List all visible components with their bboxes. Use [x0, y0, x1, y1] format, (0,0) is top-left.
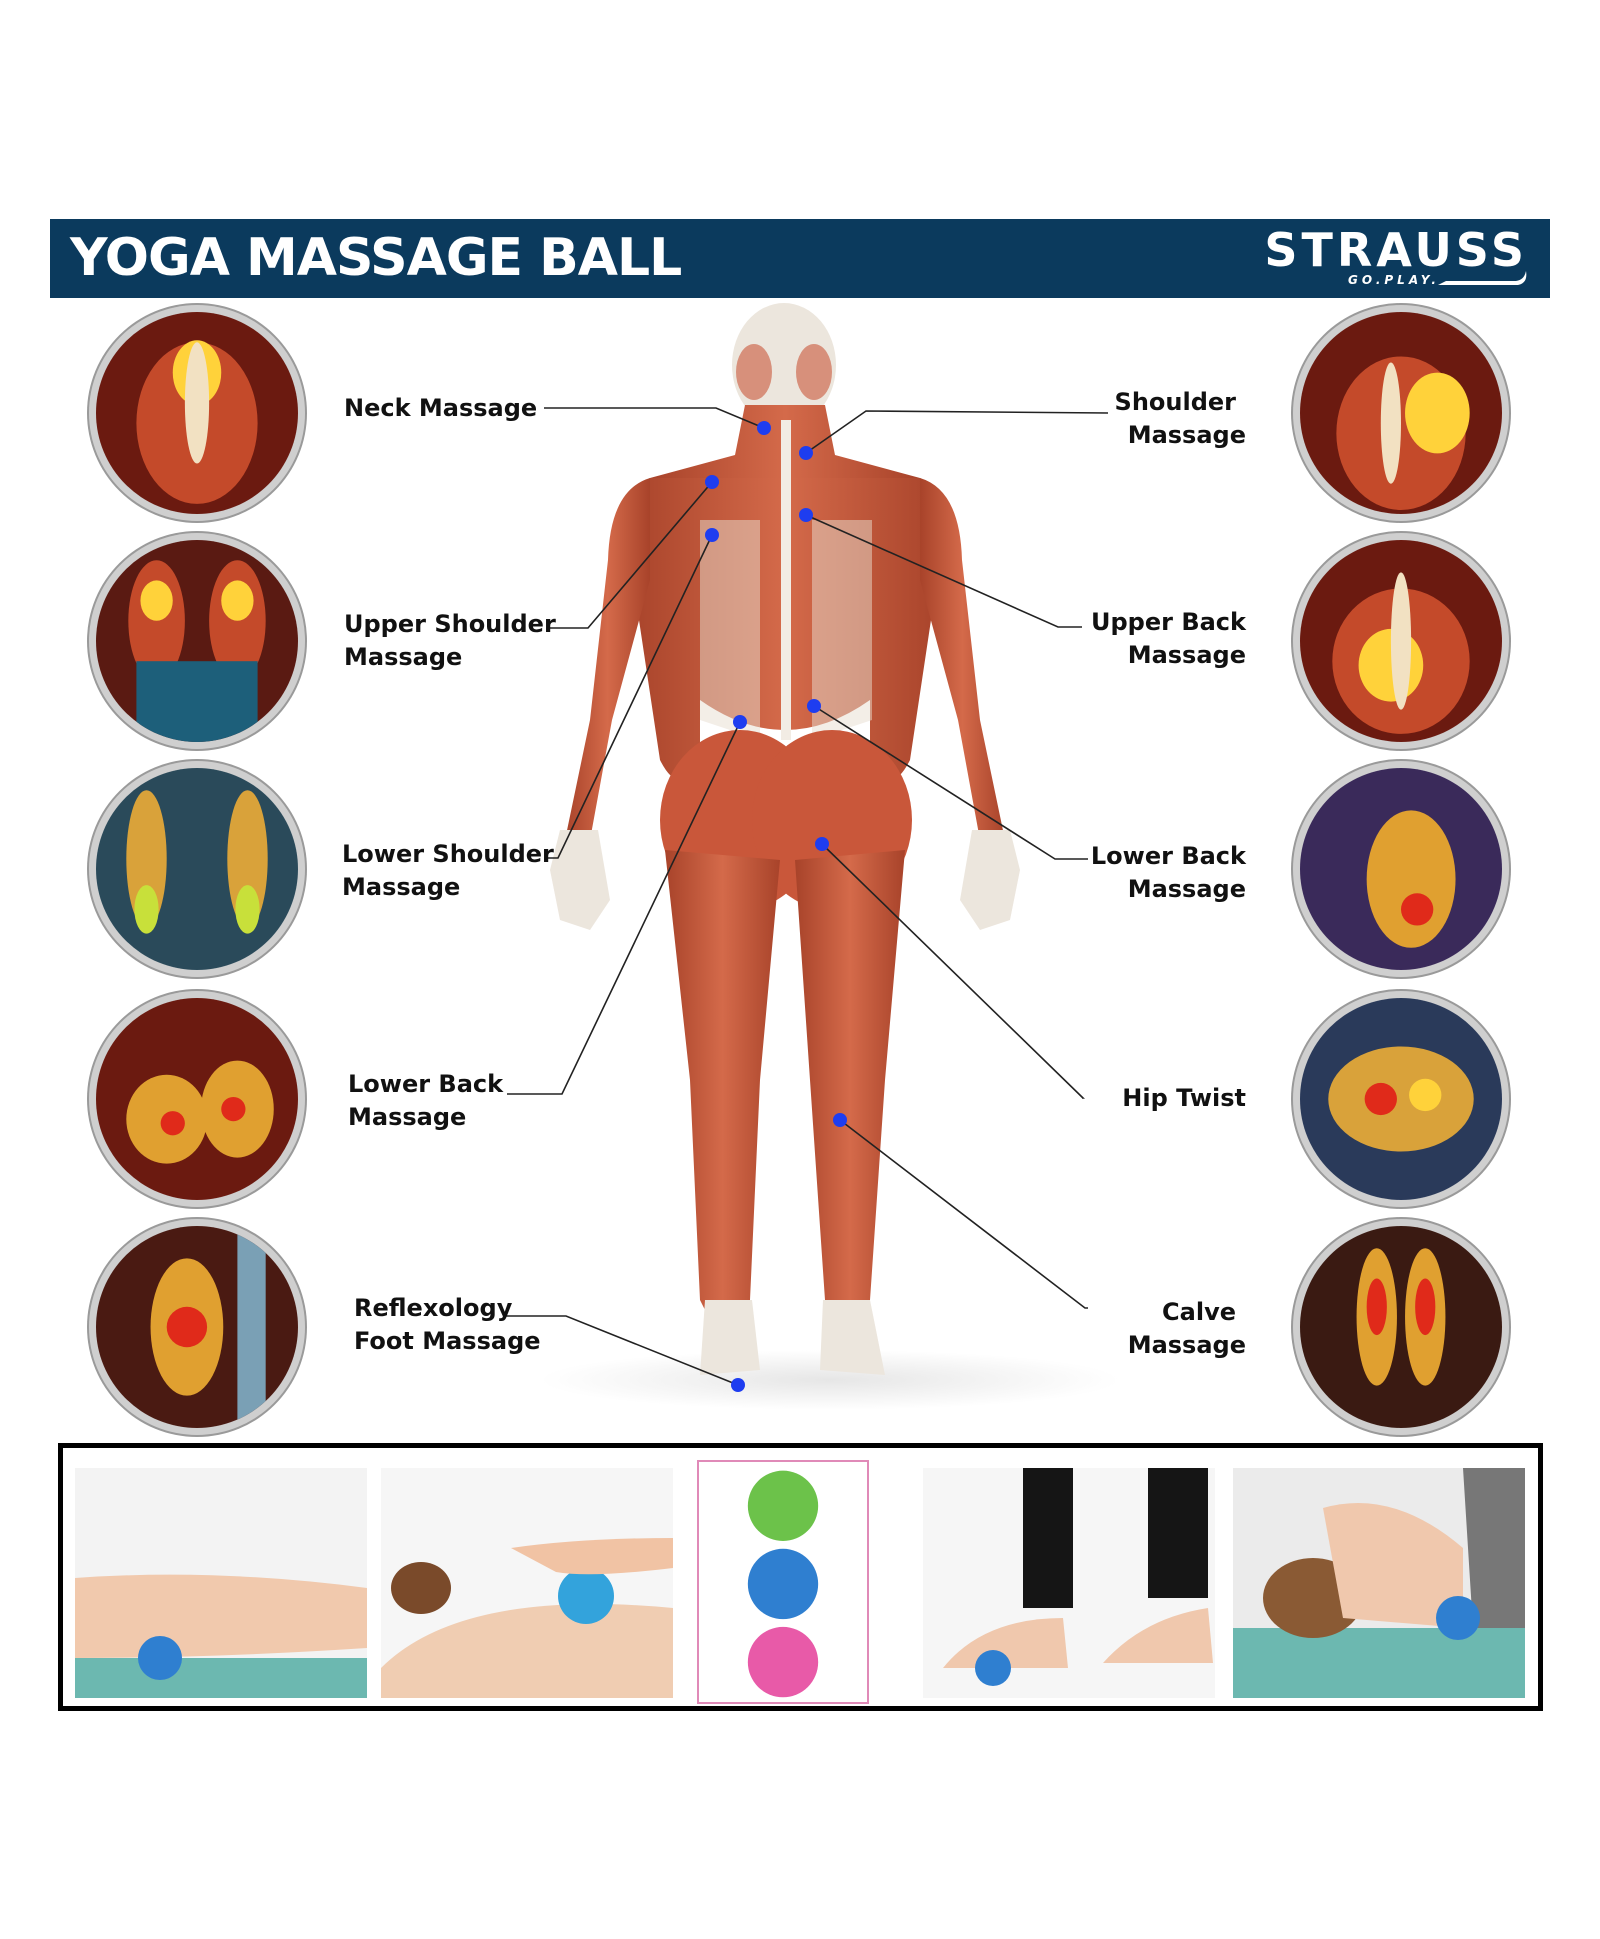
hip-heatmap-icon	[1300, 998, 1502, 1200]
photo-ball-colors	[697, 1460, 869, 1704]
upper-back-heatmap-icon	[1300, 540, 1502, 742]
upper-shoulder-heatmap-icon	[96, 540, 298, 742]
massage-ball-icon	[747, 1548, 819, 1620]
label-line: Massage	[348, 1103, 467, 1131]
lower-back-heatmap-icon	[96, 998, 298, 1200]
label-reflexology-foot-massage: Reflexology Foot Massage	[354, 1292, 541, 1358]
label-neck-massage: Neck Massage	[344, 392, 537, 425]
label-line: Hip Twist	[1122, 1084, 1246, 1112]
label-line: Lower Back	[1090, 842, 1246, 870]
label-lower-back-massage-left: Lower Back Massage	[348, 1068, 503, 1134]
brand-name: STRAUSS	[1264, 223, 1528, 277]
photo-leg-massage	[75, 1468, 367, 1698]
label-upper-shoulder-massage: Upper Shoulder Massage	[344, 608, 556, 674]
label-line: Upper Back	[1091, 608, 1246, 636]
label-line: Massage	[344, 643, 463, 671]
label-upper-back-massage: Upper Back Massage	[1091, 606, 1246, 672]
label-calve-massage: Calve Massage	[1128, 1296, 1246, 1362]
label-line: Lower Shoulder	[342, 840, 554, 868]
label-lower-shoulder-massage: Lower Shoulder Massage	[342, 838, 554, 904]
label-line: Massage	[1127, 641, 1246, 669]
label-line: Reflexology	[354, 1294, 513, 1322]
shoulder-heatmap-icon	[1300, 312, 1502, 514]
brand-tagline: GO.PLAY.	[1348, 273, 1440, 287]
label-line: Massage	[1127, 875, 1246, 903]
label-line: Massage	[1127, 1331, 1246, 1359]
label-line: Upper Shoulder	[344, 610, 556, 638]
lower-shoulder-heatmap-icon	[96, 768, 298, 970]
banner-title: YOGA MASSAGE BALL	[70, 228, 682, 288]
usage-photo-strip	[58, 1443, 1543, 1711]
calf-heatmap-icon	[1300, 1226, 1502, 1428]
brand-logo: STRAUSS GO.PLAY.	[1198, 225, 1528, 291]
photo-back-massage	[381, 1468, 673, 1698]
label-lower-back-massage-right: Lower Back Massage	[1091, 840, 1246, 906]
label-line: Massage	[342, 873, 461, 901]
label-line: Calve	[1162, 1298, 1236, 1326]
label-hip-twist: Hip Twist	[1122, 1082, 1246, 1115]
massage-ball-icon	[747, 1626, 819, 1698]
photo-foot-massage	[923, 1468, 1215, 1698]
massage-ball-icon	[747, 1470, 819, 1541]
label-line: Massage	[1127, 421, 1246, 449]
label-line: Foot Massage	[354, 1327, 541, 1355]
neck-heatmap-icon	[96, 312, 298, 514]
label-line: Lower Back	[348, 1070, 504, 1098]
label-line: Neck Massage	[344, 394, 538, 422]
label-shoulder-massage: Shoulder Massage	[1115, 386, 1246, 452]
title-banner: YOGA MASSAGE BALL STRAUSS GO.PLAY.	[50, 219, 1550, 298]
foot-heatmap-icon	[96, 1226, 298, 1428]
brand-swoosh-icon	[1438, 271, 1527, 285]
photo-neck-massage	[1233, 1468, 1525, 1698]
label-line: Shoulder	[1114, 388, 1236, 416]
lower-back-right-heatmap-icon	[1300, 768, 1502, 970]
